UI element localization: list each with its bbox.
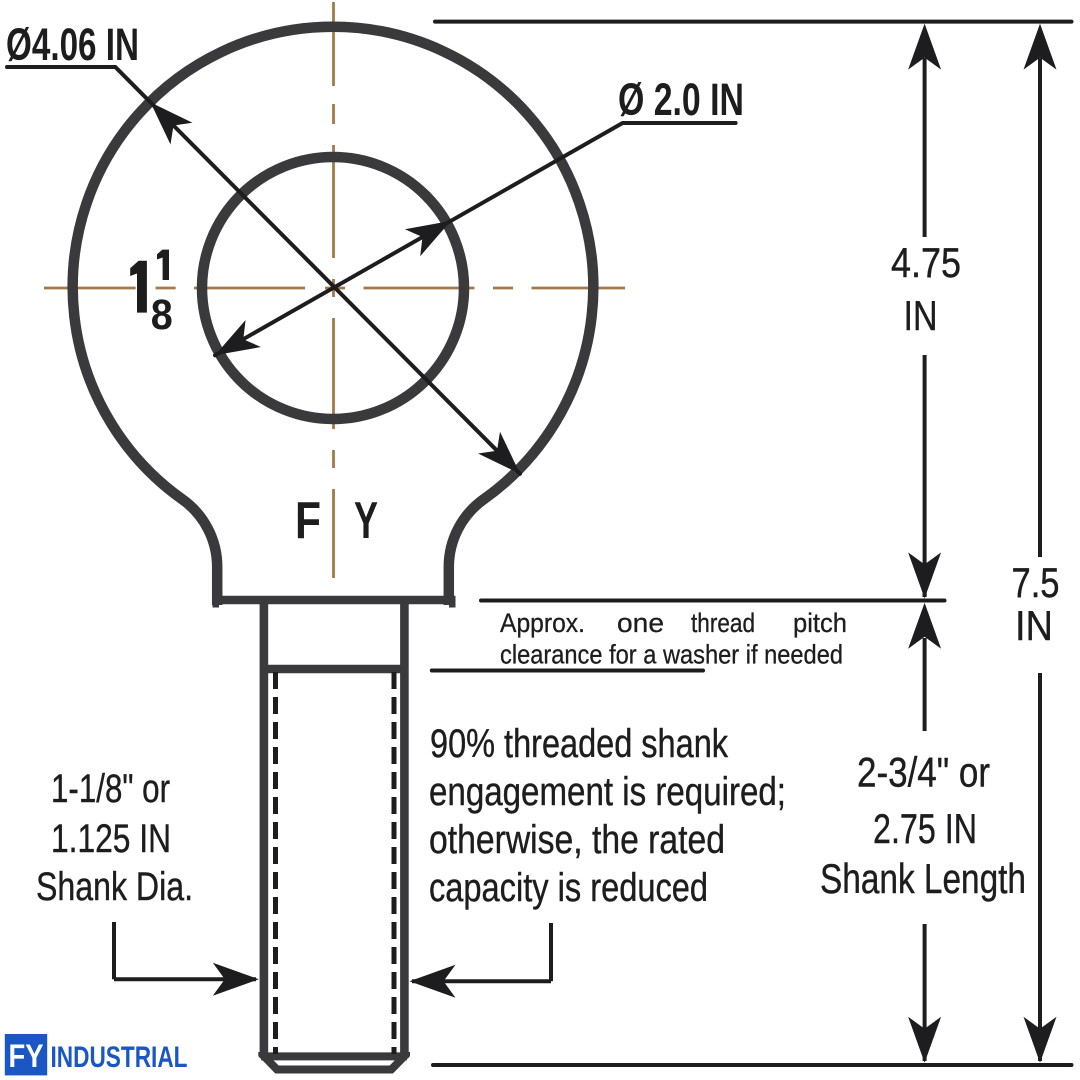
svg-text:otherwise, the rated: otherwise, the rated xyxy=(429,818,725,862)
svg-text:8: 8 xyxy=(151,291,173,339)
svg-text:one: one xyxy=(617,608,664,638)
svg-text:1-1/8" or: 1-1/8" or xyxy=(51,767,170,811)
svg-text:Ø4.06 IN: Ø4.06 IN xyxy=(6,19,139,70)
svg-text:Ø 2.0 IN: Ø 2.0 IN xyxy=(618,74,744,125)
svg-text:7.5: 7.5 xyxy=(1012,559,1060,606)
svg-text:FY: FY xyxy=(9,1038,44,1074)
svg-text:thread: thread xyxy=(691,608,755,638)
svg-text:Approx.: Approx. xyxy=(500,608,585,638)
svg-text:pitch: pitch xyxy=(793,608,847,638)
svg-text:capacity is reduced: capacity is reduced xyxy=(429,866,708,910)
svg-text:clearance for a washer if need: clearance for a washer if needed xyxy=(500,640,843,670)
svg-text:Y: Y xyxy=(354,492,378,550)
svg-text:2-3/4" or: 2-3/4" or xyxy=(857,749,990,796)
svg-text:IN: IN xyxy=(904,292,938,339)
svg-text:Shank Dia.: Shank Dia. xyxy=(36,865,193,909)
svg-text:Shank Length: Shank Length xyxy=(820,855,1026,902)
svg-text:4.75: 4.75 xyxy=(891,239,961,286)
svg-text:90% threaded shank: 90% threaded shank xyxy=(430,722,729,766)
svg-text:IN: IN xyxy=(1015,602,1053,649)
svg-text:INDUSTRIAL: INDUSTRIAL xyxy=(51,1041,188,1074)
svg-text:engagement is required;: engagement is required; xyxy=(429,770,786,814)
svg-text:1.125 IN: 1.125 IN xyxy=(51,817,171,861)
svg-text:F: F xyxy=(295,492,321,550)
svg-text:2.75 IN: 2.75 IN xyxy=(873,805,977,852)
